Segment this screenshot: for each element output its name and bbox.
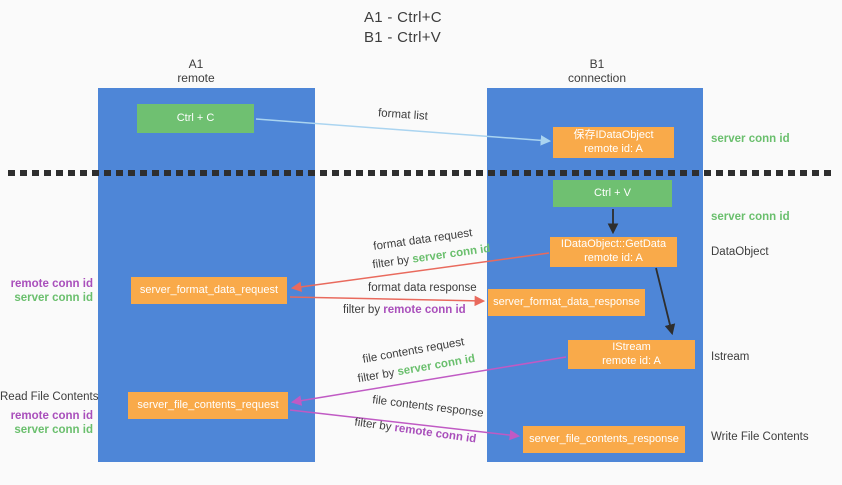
node-server-file-contents-response-label: server_file_contents_response <box>529 432 679 445</box>
diagram-title: A1 - Ctrl+C B1 - Ctrl+V <box>364 8 442 47</box>
title-line-1: A1 - Ctrl+C <box>364 9 442 26</box>
node-server-format-data-request-label: server_format_data_request <box>139 283 279 296</box>
node-ctrl-v-label: Ctrl + V <box>594 186 631 199</box>
left-lifeline-header: A1 remote <box>136 57 256 86</box>
node-server-file-contents-request: server_file_contents_request <box>128 392 288 419</box>
remote-conn-id-text: remote conn id <box>393 422 477 446</box>
format-data-response-label: format data response <box>368 282 477 294</box>
node-save-idataobject-line1: 保存IDataObject <box>573 128 654 141</box>
node-ctrl-c-label: Ctrl + C <box>176 111 215 124</box>
node-idataobject-getdata-line2: remote id: A <box>584 252 643 264</box>
node-server-file-contents-response: server_file_contents_response <box>523 426 685 453</box>
node-save-idataobject: 保存IDataObject remote id: A <box>553 127 674 158</box>
left-server-conn-id-label-2: server conn id <box>14 424 93 436</box>
istream-label: Istream <box>711 351 750 363</box>
filter-by-remote-conn-id-label-1: filter by remote conn id <box>343 304 466 316</box>
node-server-format-data-response: server_format_data_response <box>488 289 645 316</box>
left-lifeline-subtitle: remote <box>177 71 215 86</box>
node-istream-line1: IStream <box>612 340 651 353</box>
right-server-conn-id-label-1: server conn id <box>711 133 790 145</box>
remote-conn-id-text: remote conn id <box>383 304 466 316</box>
filter-by-text: filter by <box>356 366 396 386</box>
read-file-contents-label: Read File Contents <box>0 391 99 403</box>
left-server-conn-id-label-1: server conn id <box>14 292 93 304</box>
node-idataobject-getdata: IDataObject::GetData remote id: A <box>550 237 677 267</box>
format-list-label: format list <box>377 107 429 123</box>
dataobject-label: DataObject <box>711 246 769 258</box>
node-save-idataobject-line2: remote id: A <box>584 142 643 155</box>
filter-by-text: filter by <box>343 304 381 316</box>
write-file-contents-label: Write File Contents <box>711 431 809 443</box>
right-lifeline-subtitle: connection <box>567 71 627 86</box>
node-ctrl-v: Ctrl + V <box>553 180 672 207</box>
file-contents-response-label: file contents response <box>371 394 485 420</box>
left-remote-conn-id-label-2: remote conn id <box>10 410 93 422</box>
left-lifeline-name: A1 <box>188 57 204 71</box>
node-istream-line2: remote id: A <box>602 354 661 367</box>
node-server-format-data-response-label: server_format_data_response <box>493 295 640 308</box>
filter-by-text: filter by <box>371 254 411 272</box>
separator-dotted-line <box>8 170 836 176</box>
format-data-response-arrow <box>289 295 486 307</box>
right-server-conn-id-label-2: server conn id <box>711 211 790 223</box>
right-lifeline-name: B1 <box>589 57 605 71</box>
filter-by-remote-conn-id-label-2: filter by remote conn id <box>354 417 477 446</box>
node-server-file-contents-request-label: server_file_contents_request <box>137 398 279 411</box>
title-line-2: B1 - Ctrl+V <box>364 28 442 46</box>
node-server-format-data-request: server_format_data_request <box>131 277 287 304</box>
node-istream: IStream remote id: A <box>568 340 695 369</box>
left-remote-conn-id-label-1: remote conn id <box>10 278 93 290</box>
right-lifeline-header: B1 connection <box>537 57 657 86</box>
server-conn-id-text: server conn id <box>411 242 492 266</box>
filter-by-text: filter by <box>353 416 393 434</box>
node-idataobject-getdata-line1: IDataObject::GetData <box>560 238 667 251</box>
node-ctrl-c: Ctrl + C <box>137 104 254 133</box>
